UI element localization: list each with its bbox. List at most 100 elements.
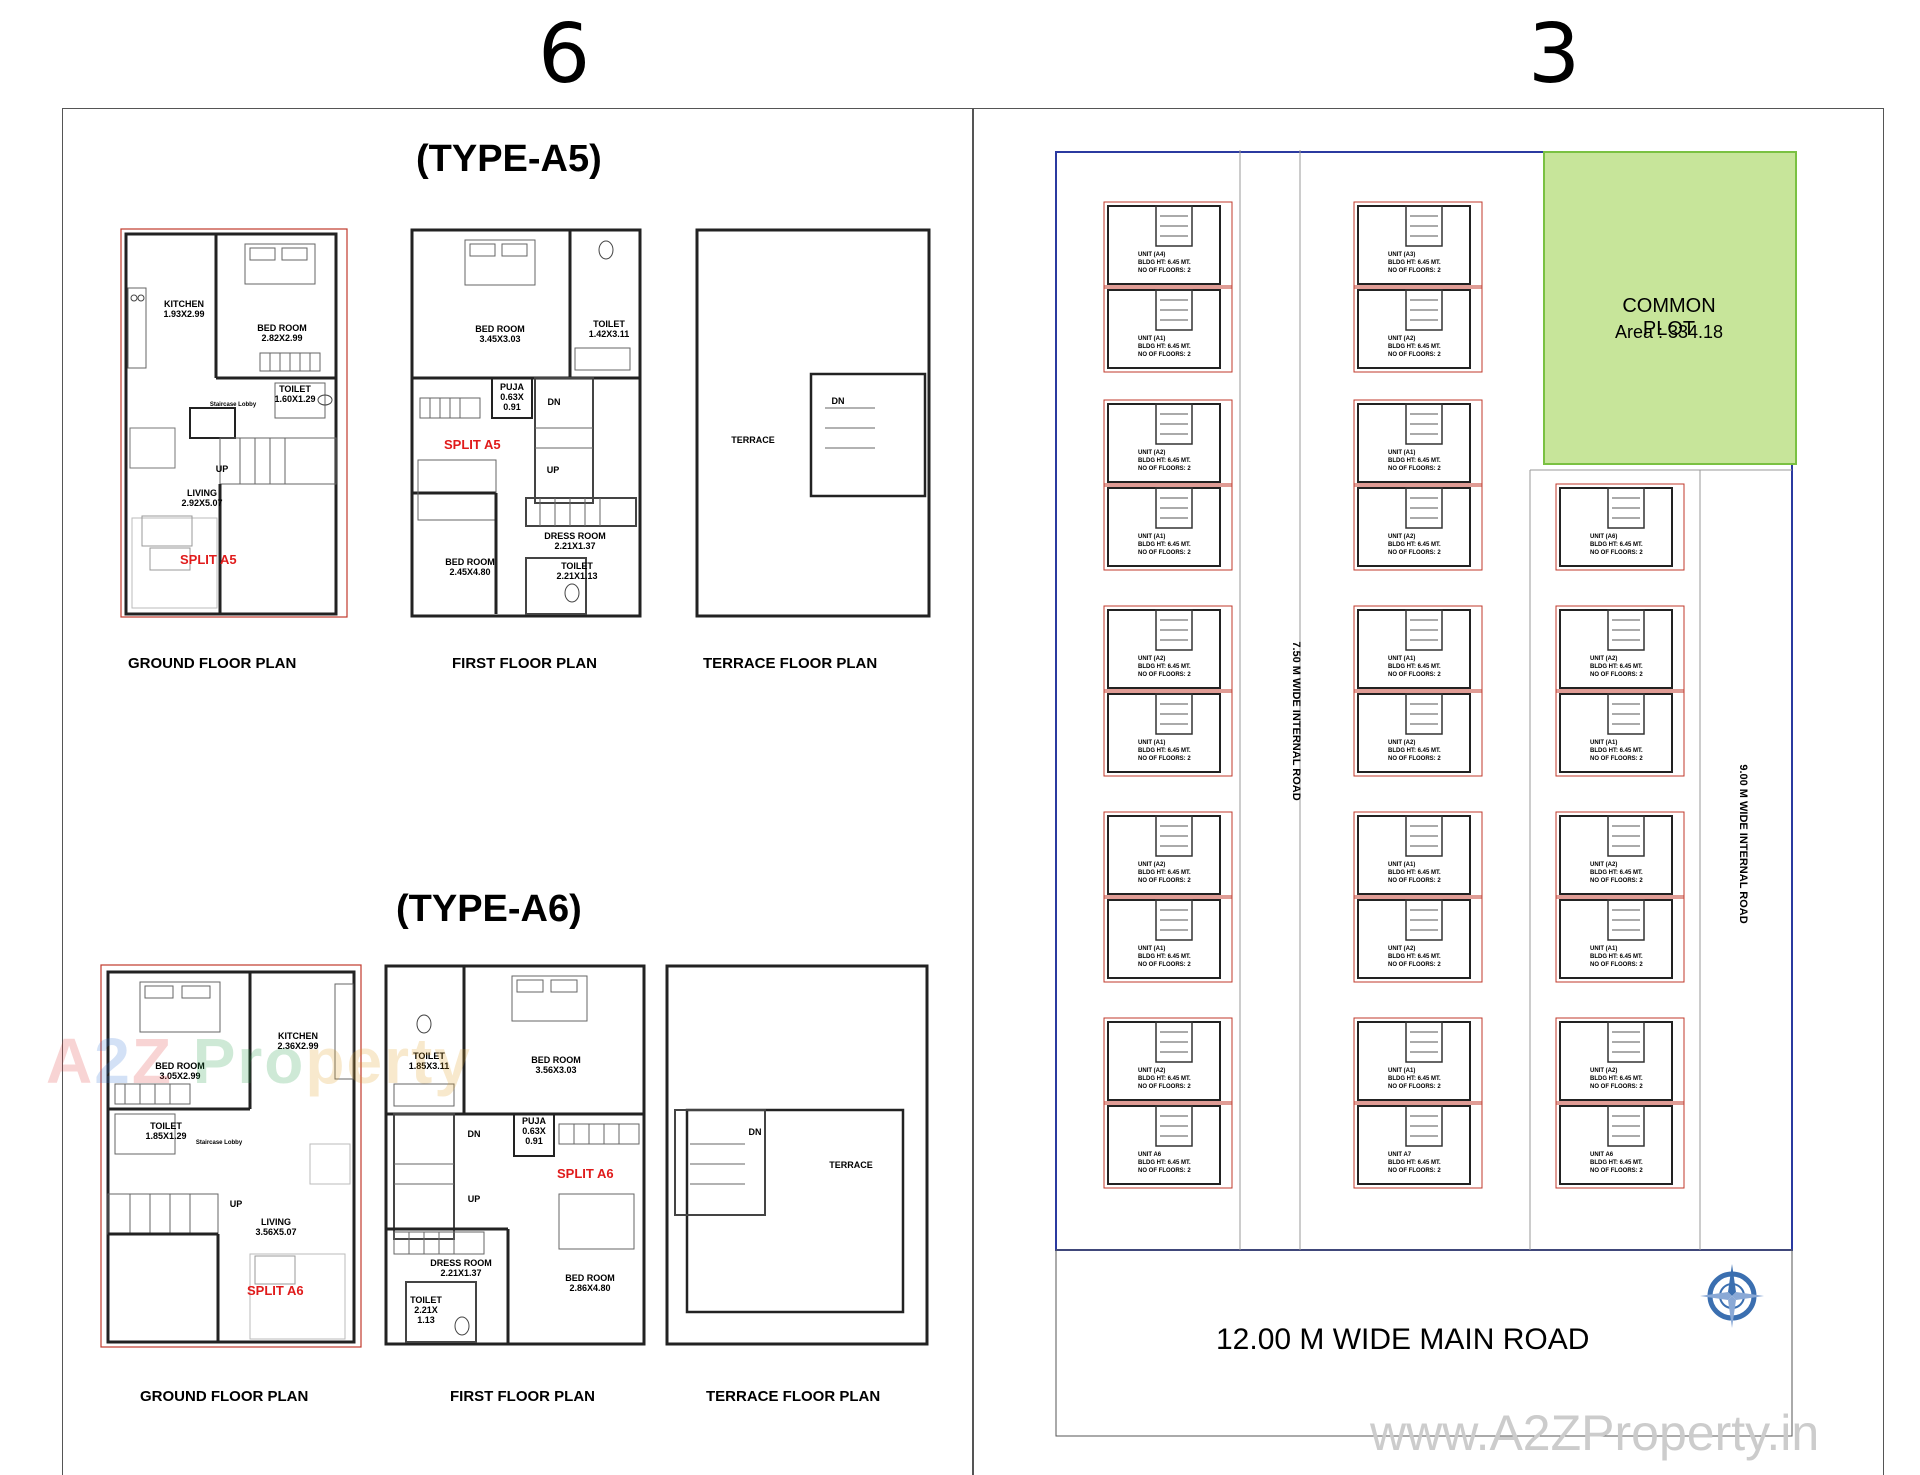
a6-ground-toilet-label: TOILET 1.85X1.29 xyxy=(145,1121,187,1141)
a6-first-puja-label: PUJA 0.63X 0.91 xyxy=(521,1116,546,1146)
site-unit-block: UNIT (A2) BLDG HT: 6.45 MT. NO OF FLOORS: … xyxy=(1353,285,1483,373)
site-unit-floors: NO OF FLOORS: 2 xyxy=(1138,268,1191,274)
site-unit-floors: NO OF FLOORS: 2 xyxy=(1590,1084,1643,1090)
a5-first-bed1-label: BED ROOM 3.45X3.03 xyxy=(475,324,525,344)
site-unit-block: UNIT (A2)BLDG HT: 6.45 MT.NO OF FLOORS: … xyxy=(1555,1017,1685,1105)
a5-first-dress-label: DRESS ROOM 2.21X1.37 xyxy=(544,531,606,551)
a6-terrace-label: TERRACE xyxy=(829,1160,873,1170)
site-unit-floors: NO OF FLOORS: 2 xyxy=(1388,878,1441,884)
site-unit-floors: NO OF FLOORS: 2 xyxy=(1138,756,1191,762)
site-unit-name: UNIT (A2) xyxy=(1138,1068,1165,1074)
site-unit-block: UNIT (A1)BLDG HT: 6.45 MT.NO OF FLOORS: … xyxy=(1103,895,1233,983)
site-unit-height: BLDG HT: 6.45 MT. xyxy=(1138,344,1191,350)
floor-plans-panel xyxy=(62,108,974,1475)
site-plan-drawing: UNIT (A4)BLDG HT: 6.45 MT.NO OF FLOORS: … xyxy=(1055,150,1797,1437)
site-unit-floors: NO OF FLOORS: 2 xyxy=(1388,1168,1441,1174)
site-unit-floors: NO OF FLOORS: 2 xyxy=(1138,672,1191,678)
a5-terrace-label: TERRACE xyxy=(731,435,775,445)
a6-ground-floor-drawing xyxy=(100,964,362,1348)
a5-ground-split-label: SPLIT A5 xyxy=(180,552,237,567)
a5-first-toilet2-label: TOILET 2.21X1.13 xyxy=(556,561,598,581)
a5-first-floor-drawing xyxy=(410,228,642,618)
site-unit-height: BLDG HT: 6.45 MT. xyxy=(1138,458,1191,464)
a6-first-dress-label: DRESS ROOM 2.21X1.37 xyxy=(430,1258,492,1278)
site-unit-name: UNIT (A1) xyxy=(1138,336,1165,342)
site-unit-name: UNIT (A1) xyxy=(1138,740,1165,746)
a5-ground-caption: GROUND FLOOR PLAN xyxy=(128,655,297,672)
a5-ground-floor-drawing xyxy=(120,228,348,618)
site-unit-name: UNIT (A6) xyxy=(1590,534,1617,540)
site-unit-name: UNIT (A1) xyxy=(1388,656,1415,662)
site-unit-height: BLDG HT: 6.45 MT. xyxy=(1138,870,1191,876)
site-unit-name: UNIT (A2) xyxy=(1388,946,1415,952)
watermark-url: www.A2ZProperty.in xyxy=(1370,1405,1820,1461)
site-unit-name: UNIT (A2) xyxy=(1138,862,1165,868)
site-unit-floors: NO OF FLOORS: 2 xyxy=(1388,268,1441,274)
site-unit-floors: NO OF FLOORS: 2 xyxy=(1138,962,1191,968)
internal-road-left-label: 7.50 M WIDE INTERNAL ROAD xyxy=(1290,641,1302,801)
site-unit-block: UNIT (A2)BLDG HT: 6.45 MT.NO OF FLOORS: … xyxy=(1353,895,1483,983)
site-unit-floors: NO OF FLOORS: 2 xyxy=(1590,672,1643,678)
a5-first-puja-label: PUJA 0.63X 0.91 xyxy=(499,382,524,412)
site-unit-block: UNIT (A1)BLDG HT: 6.45 MT.NO OF FLOORS: … xyxy=(1353,605,1483,693)
site-unit-name: UNIT (A3) xyxy=(1388,252,1415,258)
site-unit-height: BLDG HT: 6.45 MT. xyxy=(1388,1160,1441,1166)
site-unit-name: UNIT (A1) xyxy=(1138,534,1165,540)
site-unit-height: BLDG HT: 6.45 MT. xyxy=(1590,542,1643,548)
a6-first-dn-label: DN xyxy=(467,1129,481,1139)
site-unit-height: BLDG HT: 6.45 MT. xyxy=(1138,542,1191,548)
site-unit-floors: NO OF FLOORS: 2 xyxy=(1388,1084,1441,1090)
site-unit-block: UNIT (A2)BLDG HT: 6.45 MT.NO OF FLOORS: … xyxy=(1555,811,1685,899)
site-unit-floors: NO OF FLOORS: 2 xyxy=(1138,550,1191,556)
site-unit-name: UNIT (A2) xyxy=(1388,740,1415,746)
a6-terrace-caption: TERRACE FLOOR PLAN xyxy=(706,1388,881,1405)
type-a5-title: (TYPE-A5) xyxy=(416,138,602,180)
site-unit-name: UNIT (A2) xyxy=(1388,534,1415,540)
site-unit-name: UNIT A6 xyxy=(1138,1152,1162,1158)
site-unit-name: UNIT (A2) xyxy=(1388,336,1415,342)
site-unit-name: UNIT (A1) xyxy=(1388,450,1415,456)
site-unit-block: UNIT (A6)BLDG HT: 6.45 MT.NO OF FLOORS: … xyxy=(1555,483,1685,571)
a5-terrace-drawing xyxy=(695,228,931,618)
a5-ground-up-label: UP xyxy=(215,464,229,474)
a6-first-caption: FIRST FLOOR PLAN xyxy=(450,1388,595,1405)
site-unit-block: UNIT (A2)BLDG HT: 6.45 MT.NO OF FLOORS: … xyxy=(1353,483,1483,571)
a6-ground-lobby-label: Staircase Lobby xyxy=(195,1140,243,1146)
site-unit-height: BLDG HT: 6.45 MT. xyxy=(1138,664,1191,670)
site-unit-name: UNIT (A2) xyxy=(1590,862,1617,868)
site-unit-height: BLDG HT: 6.45 MT. xyxy=(1590,748,1643,754)
a6-terrace-drawing xyxy=(665,964,929,1346)
site-unit-floors: NO OF FLOORS: 2 xyxy=(1388,352,1441,358)
a5-first-dn-label: DN xyxy=(547,397,561,407)
watermark-logo: A2Z Property xyxy=(46,1025,472,1097)
site-unit-height: BLDG HT: 6.45 MT. xyxy=(1388,344,1441,350)
site-unit-floors: NO OF FLOORS: 2 xyxy=(1590,756,1643,762)
site-unit-height: BLDG HT: 6.45 MT. xyxy=(1138,748,1191,754)
compass-icon xyxy=(1700,1264,1764,1328)
site-unit-name: UNIT (A2) xyxy=(1138,450,1165,456)
a5-ground-bed-label: BED ROOM 2.82X2.99 xyxy=(257,323,307,343)
site-unit-name: UNIT A6 xyxy=(1590,1152,1614,1158)
a6-first-up-label: UP xyxy=(467,1194,481,1204)
main-road-area xyxy=(1055,1249,1793,1437)
site-unit-block: UNIT (A2)BLDG HT: 6.45 MT.NO OF FLOORS: … xyxy=(1555,605,1685,693)
a6-ground-split-label: SPLIT A6 xyxy=(247,1283,304,1298)
site-plan-panel xyxy=(972,108,1884,1475)
a6-terrace-dn-label: DN xyxy=(748,1127,762,1137)
site-unit-block: UNIT (A1)BLDG HT: 6.45 MT.NO OF FLOORS: … xyxy=(1103,285,1233,373)
a5-first-toilet1-label: TOILET 1.42X3.11 xyxy=(588,319,630,339)
main-road-label: 12.00 M WIDE MAIN ROAD xyxy=(1216,1323,1590,1356)
common-plot-area xyxy=(1543,151,1797,465)
site-unit-floors: NO OF FLOORS: 2 xyxy=(1138,1168,1191,1174)
site-unit-floors: NO OF FLOORS: 2 xyxy=(1388,550,1441,556)
common-plot-area-label: Area : 334.18 xyxy=(1614,322,1724,342)
site-unit-height: BLDG HT: 6.45 MT. xyxy=(1590,954,1643,960)
site-unit-block: UNIT (A1) BLDG HT: 6.45 MT. NO OF FLOORS: … xyxy=(1103,689,1233,777)
a6-first-split-label: SPLIT A6 xyxy=(557,1166,614,1181)
site-unit-height: BLDG HT: 6.45 MT. xyxy=(1590,870,1643,876)
site-unit-block: UNIT (A2)BLDG HT: 6.45 MT.NO OF FLOORS: … xyxy=(1103,811,1233,899)
site-unit-block: UNIT (A1) BLDG HT: 6.45 MT. NO OF FLOORS: … xyxy=(1103,483,1233,571)
a6-first-floor-drawing xyxy=(384,964,646,1346)
